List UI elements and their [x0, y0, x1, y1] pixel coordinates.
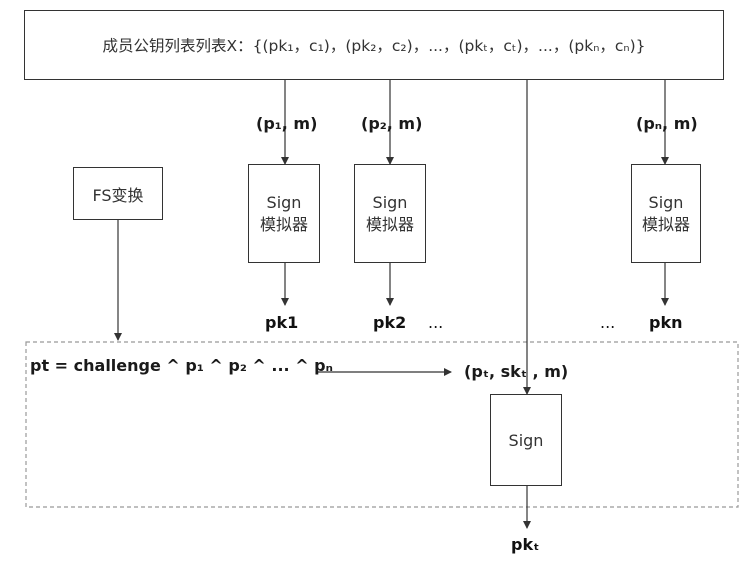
output-pkn: pkn: [649, 313, 683, 332]
sim-label-line2: 模拟器: [641, 214, 690, 234]
member-key-list-text: 成员公钥列表列表X：{(pk₁，c₁)，(pk₂，c₂)，...，(pkₜ，cₜ…: [102, 37, 646, 55]
sim-label-line2: 模拟器: [259, 214, 308, 234]
signer-input-label: (pₜ, skₜ , m): [464, 362, 569, 381]
output-pk1: pk1: [265, 313, 299, 332]
fs-transform-label: FS变换: [92, 185, 144, 205]
member-key-list-box: 成员公钥列表列表X：{(pk₁，c₁)，(pk₂，c₂)，...，(pkₜ，cₜ…: [24, 10, 724, 80]
output-pk2: pk2: [373, 313, 407, 332]
sim-label-line1: Sign: [372, 192, 408, 212]
sim-label-line1: Sign: [266, 192, 302, 212]
input-label-pn: (pₙ, m): [636, 114, 698, 133]
final-output-pkt: pkₜ: [511, 535, 540, 554]
sim-label-line1: Sign: [648, 192, 684, 212]
sign-simulator-box-n: Sign 模拟器: [631, 164, 701, 263]
input-label-p2: (p₂, m): [361, 114, 423, 133]
ellipsis-left: ...: [428, 313, 444, 332]
challenge-equation: pt = challenge ^ p₁ ^ p₂ ^ ... ^ pₙ: [30, 356, 333, 375]
sign-simulator-box-2: Sign 模拟器: [354, 164, 426, 263]
sign-box-label: Sign: [508, 430, 544, 450]
sign-simulator-box-1: Sign 模拟器: [248, 164, 320, 263]
signing-region: [25, 341, 739, 508]
input-label-p1: (p₁, m): [256, 114, 318, 133]
sign-box: Sign: [490, 394, 562, 486]
fs-transform-box: FS变换: [73, 167, 163, 220]
sim-label-line2: 模拟器: [365, 214, 414, 234]
ellipsis-right: ...: [600, 313, 616, 332]
